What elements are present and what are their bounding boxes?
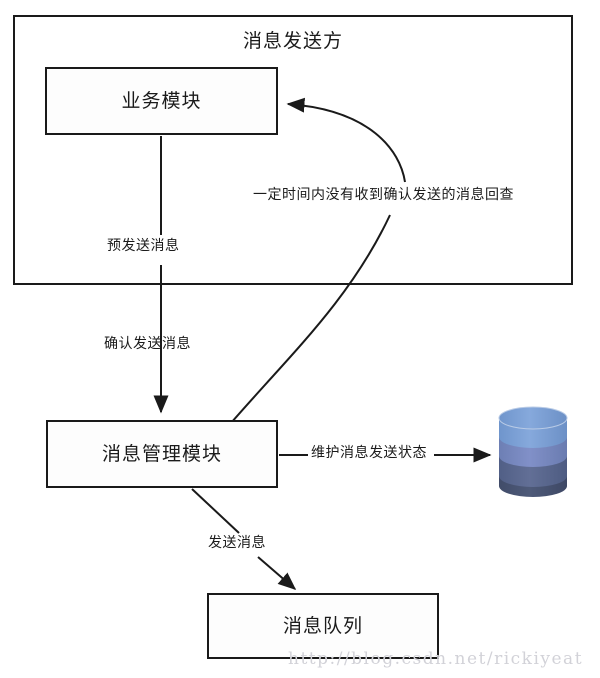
edge-send-msg-line-lower [257,556,297,590]
edge-label-pre-send: 预发送消息 [107,238,180,254]
edge-label-maintain-state: 维护消息发送状态 [311,445,427,461]
edge-callback-curve-upper [286,97,406,183]
edge-label-callback: 一定时间内没有收到确认发送的消息回查 [253,187,514,203]
node-business-module-label: 业务模块 [121,89,202,112]
message-sender-container [13,15,573,285]
container-title: 消息发送方 [242,30,343,52]
node-message-manager-module[interactable]: 消息管理模块 [46,420,278,488]
watermark-url: http://blog.csdn.net/rickiyeat [288,649,584,669]
node-message-queue-label: 消息队列 [282,614,363,637]
edge-label-send-message: 发送消息 [208,535,266,551]
edge-callback-curve-lower [230,214,391,424]
node-business-module[interactable]: 业务模块 [45,67,278,135]
node-message-manager-module-label: 消息管理模块 [101,442,222,465]
edge-label-confirm-send: 确认发送消息 [104,336,191,352]
database-icon[interactable] [497,404,569,500]
edge-send-msg-line-upper [191,488,240,534]
node-message-queue[interactable]: 消息队列 [207,593,439,659]
